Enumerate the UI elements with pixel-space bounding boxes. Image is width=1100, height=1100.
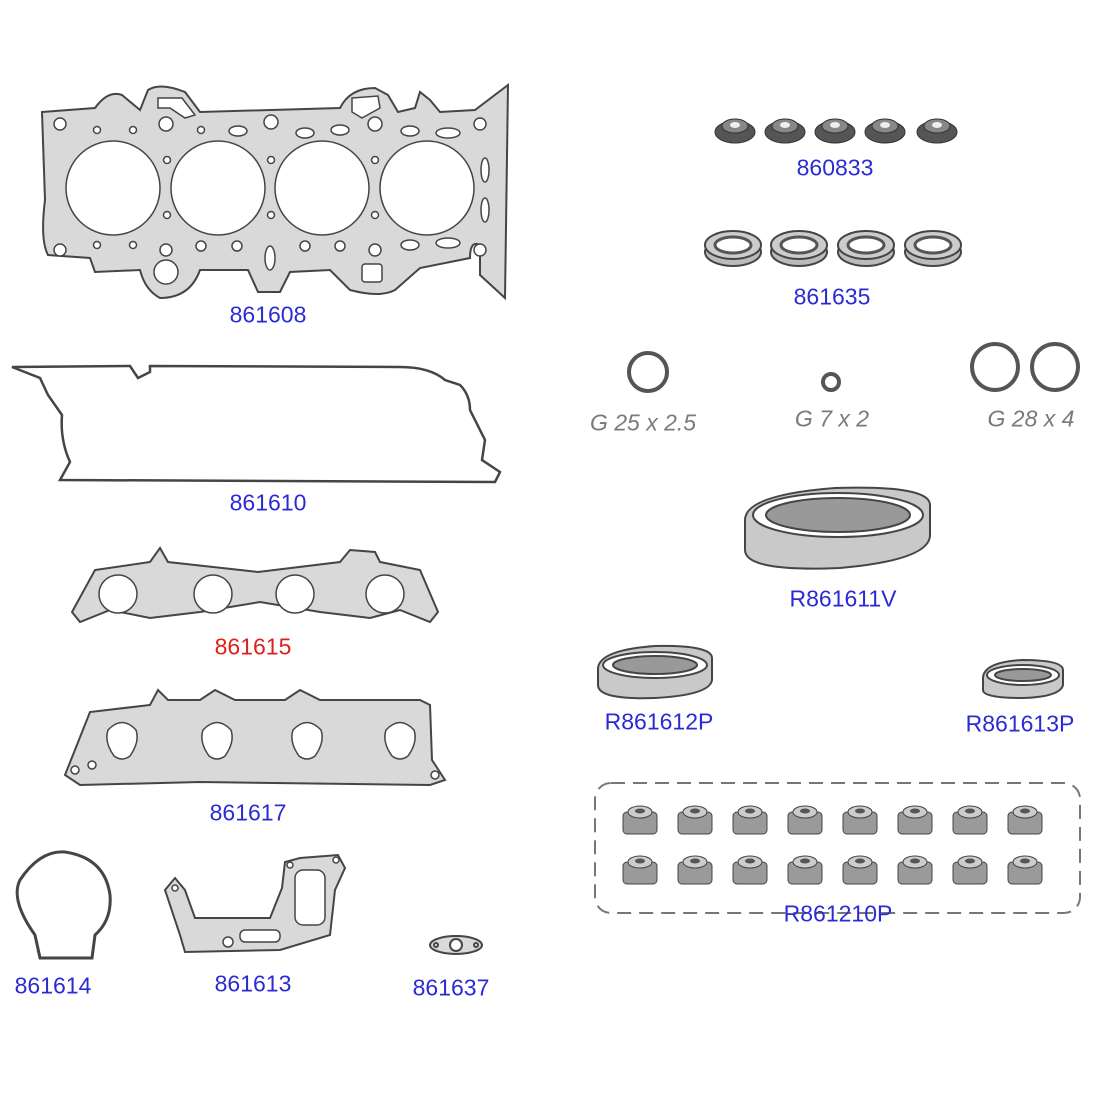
oring-size-label-25: G 25 x 2.5 [589,409,697,436]
valve-cover-gasket-drawing[interactable] [11,364,502,484]
spark-plug-seal-1 [714,118,756,144]
tube-seal-3 [837,230,895,267]
valve-stem-seal-14 [897,855,933,885]
exhaust-manifold-gasket-drawing[interactable] [63,688,447,787]
intake-manifold-gasket-drawing[interactable] [70,546,440,624]
valve-stem-seal-7 [952,805,988,835]
valve-stem-seal-6 [897,805,933,835]
bracket-gasket-drawing[interactable] [163,853,347,954]
part-label-861613[interactable]: 861613 [214,970,292,997]
spark-plug-seal-5 [916,118,958,144]
part-label-861635[interactable]: 861635 [793,283,871,310]
tube-seal-1 [704,230,762,267]
valve-stem-seal-1 [622,805,658,835]
part-label-861608[interactable]: 861608 [229,301,307,328]
oring-25-drawing [627,351,669,393]
loop-gasket-drawing[interactable] [15,850,112,960]
valve-stem-seal-2 [677,805,713,835]
part-label-r861611v[interactable]: R861611V [789,585,897,612]
valve-stem-seals-group-border [594,782,1081,914]
spark-plug-seal-3 [814,118,856,144]
part-label-r861612p[interactable]: R861612P [604,708,714,735]
crank-seal-front-drawing[interactable] [597,644,713,700]
tube-seal-4 [904,230,962,267]
flange-gasket-drawing[interactable] [429,935,483,955]
crank-seal-rear-drawing[interactable] [744,486,931,570]
valve-stem-seal-15 [952,855,988,885]
valve-stem-seal-13 [842,855,878,885]
tube-seal-2 [770,230,828,267]
part-label-r861210p[interactable]: R861210P [783,900,893,927]
oring-size-label-28: G 28 x 4 [987,405,1075,432]
part-label-861617[interactable]: 861617 [209,799,287,826]
valve-stem-seal-9 [622,855,658,885]
cam-seal-drawing[interactable] [982,658,1064,700]
valve-stem-seal-11 [732,855,768,885]
valve-stem-seal-12 [787,855,823,885]
part-label-861637[interactable]: 861637 [412,974,490,1001]
oring-7-drawing [821,372,841,392]
oring-28-drawing-2 [1030,342,1080,392]
valve-stem-seal-3 [732,805,768,835]
head-gasket-drawing[interactable] [40,82,510,301]
valve-stem-seal-5 [842,805,878,835]
spark-plug-seal-2 [764,118,806,144]
valve-stem-seal-10 [677,855,713,885]
part-label-r861613p[interactable]: R861613P [965,710,1075,737]
oring-size-label-7: G 7 x 2 [794,405,870,432]
part-label-861610[interactable]: 861610 [229,489,307,516]
part-label-861614[interactable]: 861614 [14,972,92,999]
part-label-861615[interactable]: 861615 [214,633,292,660]
spark-plug-seal-4 [864,118,906,144]
orings-drawing [627,342,1080,393]
valve-stem-seal-16 [1007,855,1043,885]
valve-stem-seal-4 [787,805,823,835]
valve-stem-seal-8 [1007,805,1043,835]
oring-28-drawing-1 [970,342,1020,392]
part-label-860833[interactable]: 860833 [796,154,874,181]
